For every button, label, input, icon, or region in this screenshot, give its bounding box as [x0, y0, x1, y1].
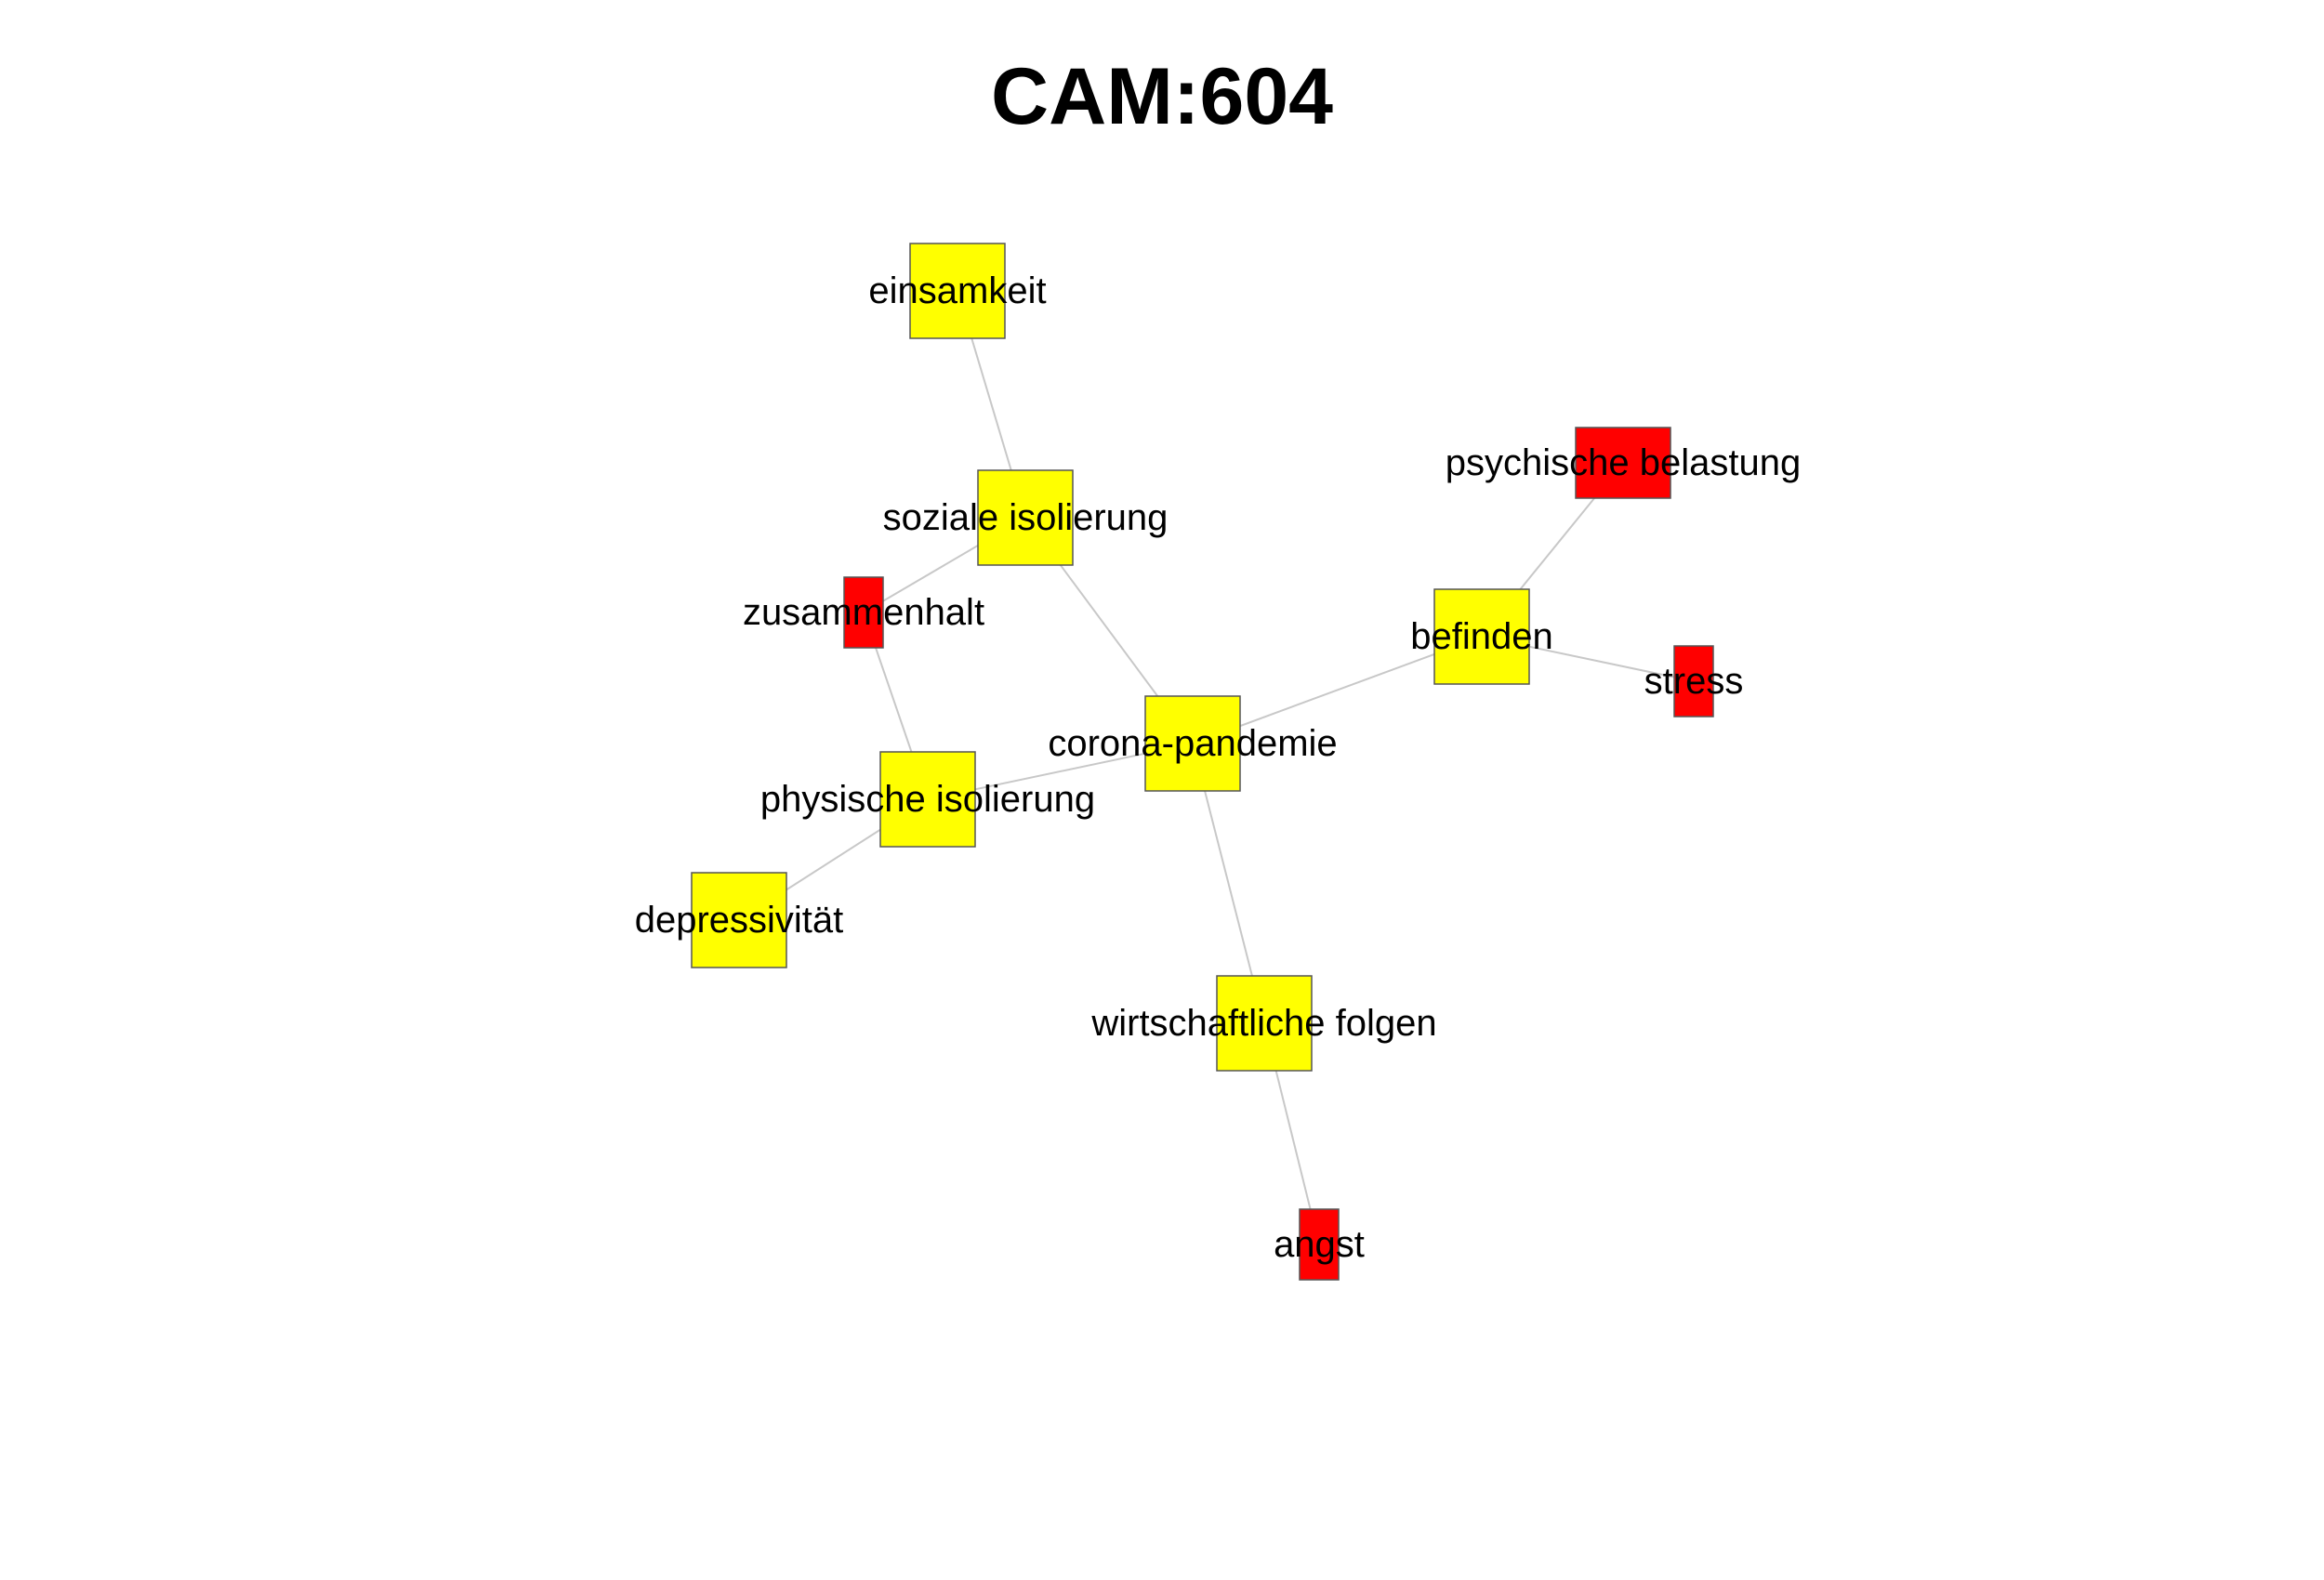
node-box-depressivitaet: [691, 872, 787, 968]
node-label-angst: angst: [1274, 1224, 1365, 1265]
node-stress: stress: [1644, 645, 1744, 718]
node-depressivitaet: depressivität: [635, 872, 844, 968]
node-psychische-belastung: psychische belastung: [1446, 427, 1801, 499]
node-box-einsamkeit: [909, 243, 1006, 339]
node-box-angst: [1299, 1208, 1340, 1281]
node-angst: angst: [1274, 1208, 1365, 1281]
node-box-physische-isolierung: [879, 751, 976, 848]
node-soziale-isolierung: soziale isolierung: [883, 469, 1169, 566]
node-corona-pandemie: corona-pandemie: [1048, 695, 1338, 792]
node-box-zusammenhalt: [843, 576, 884, 649]
node-box-soziale-isolierung: [977, 469, 1074, 566]
node-befinden: befinden: [1410, 588, 1553, 685]
node-label-einsamkeit: einsamkeit: [868, 270, 1046, 311]
node-box-stress: [1673, 645, 1714, 718]
node-wirtschaftliche-folgen: wirtschaftliche folgen: [1090, 975, 1437, 1072]
node-label-befinden: befinden: [1410, 616, 1552, 657]
node-label-psychische-belastung: psychische belastung: [1446, 442, 1801, 483]
node-physische-isolierung: physische isolierung: [760, 751, 1095, 848]
node-box-befinden: [1433, 588, 1530, 685]
diagram-title: CAM:604: [991, 52, 1333, 141]
node-label-stress: stress: [1644, 661, 1744, 702]
node-label-physische-isolierung: physische isolierung: [760, 779, 1095, 820]
node-label-depressivitaet: depressivität: [635, 900, 844, 941]
node-label-soziale-isolierung: soziale isolierung: [883, 497, 1169, 538]
node-label-zusammenhalt: zusammenhalt: [743, 592, 984, 633]
node-einsamkeit: einsamkeit: [868, 243, 1047, 339]
node-label-corona-pandemie: corona-pandemie: [1048, 723, 1337, 764]
node-box-wirtschaftliche-folgen: [1216, 975, 1313, 1072]
nodes-layer: einsamkeit soziale isolierung zusammenhalt…: [635, 243, 1801, 1281]
node-zusammenhalt: zusammenhalt: [743, 576, 984, 649]
node-box-psychische-belastung: [1575, 427, 1671, 499]
node-box-corona-pandemie: [1144, 695, 1241, 792]
node-label-wirtschaftliche-folgen: wirtschaftliche folgen: [1090, 1003, 1436, 1044]
edge-corona-pandemie-befinden: [1192, 636, 1483, 744]
